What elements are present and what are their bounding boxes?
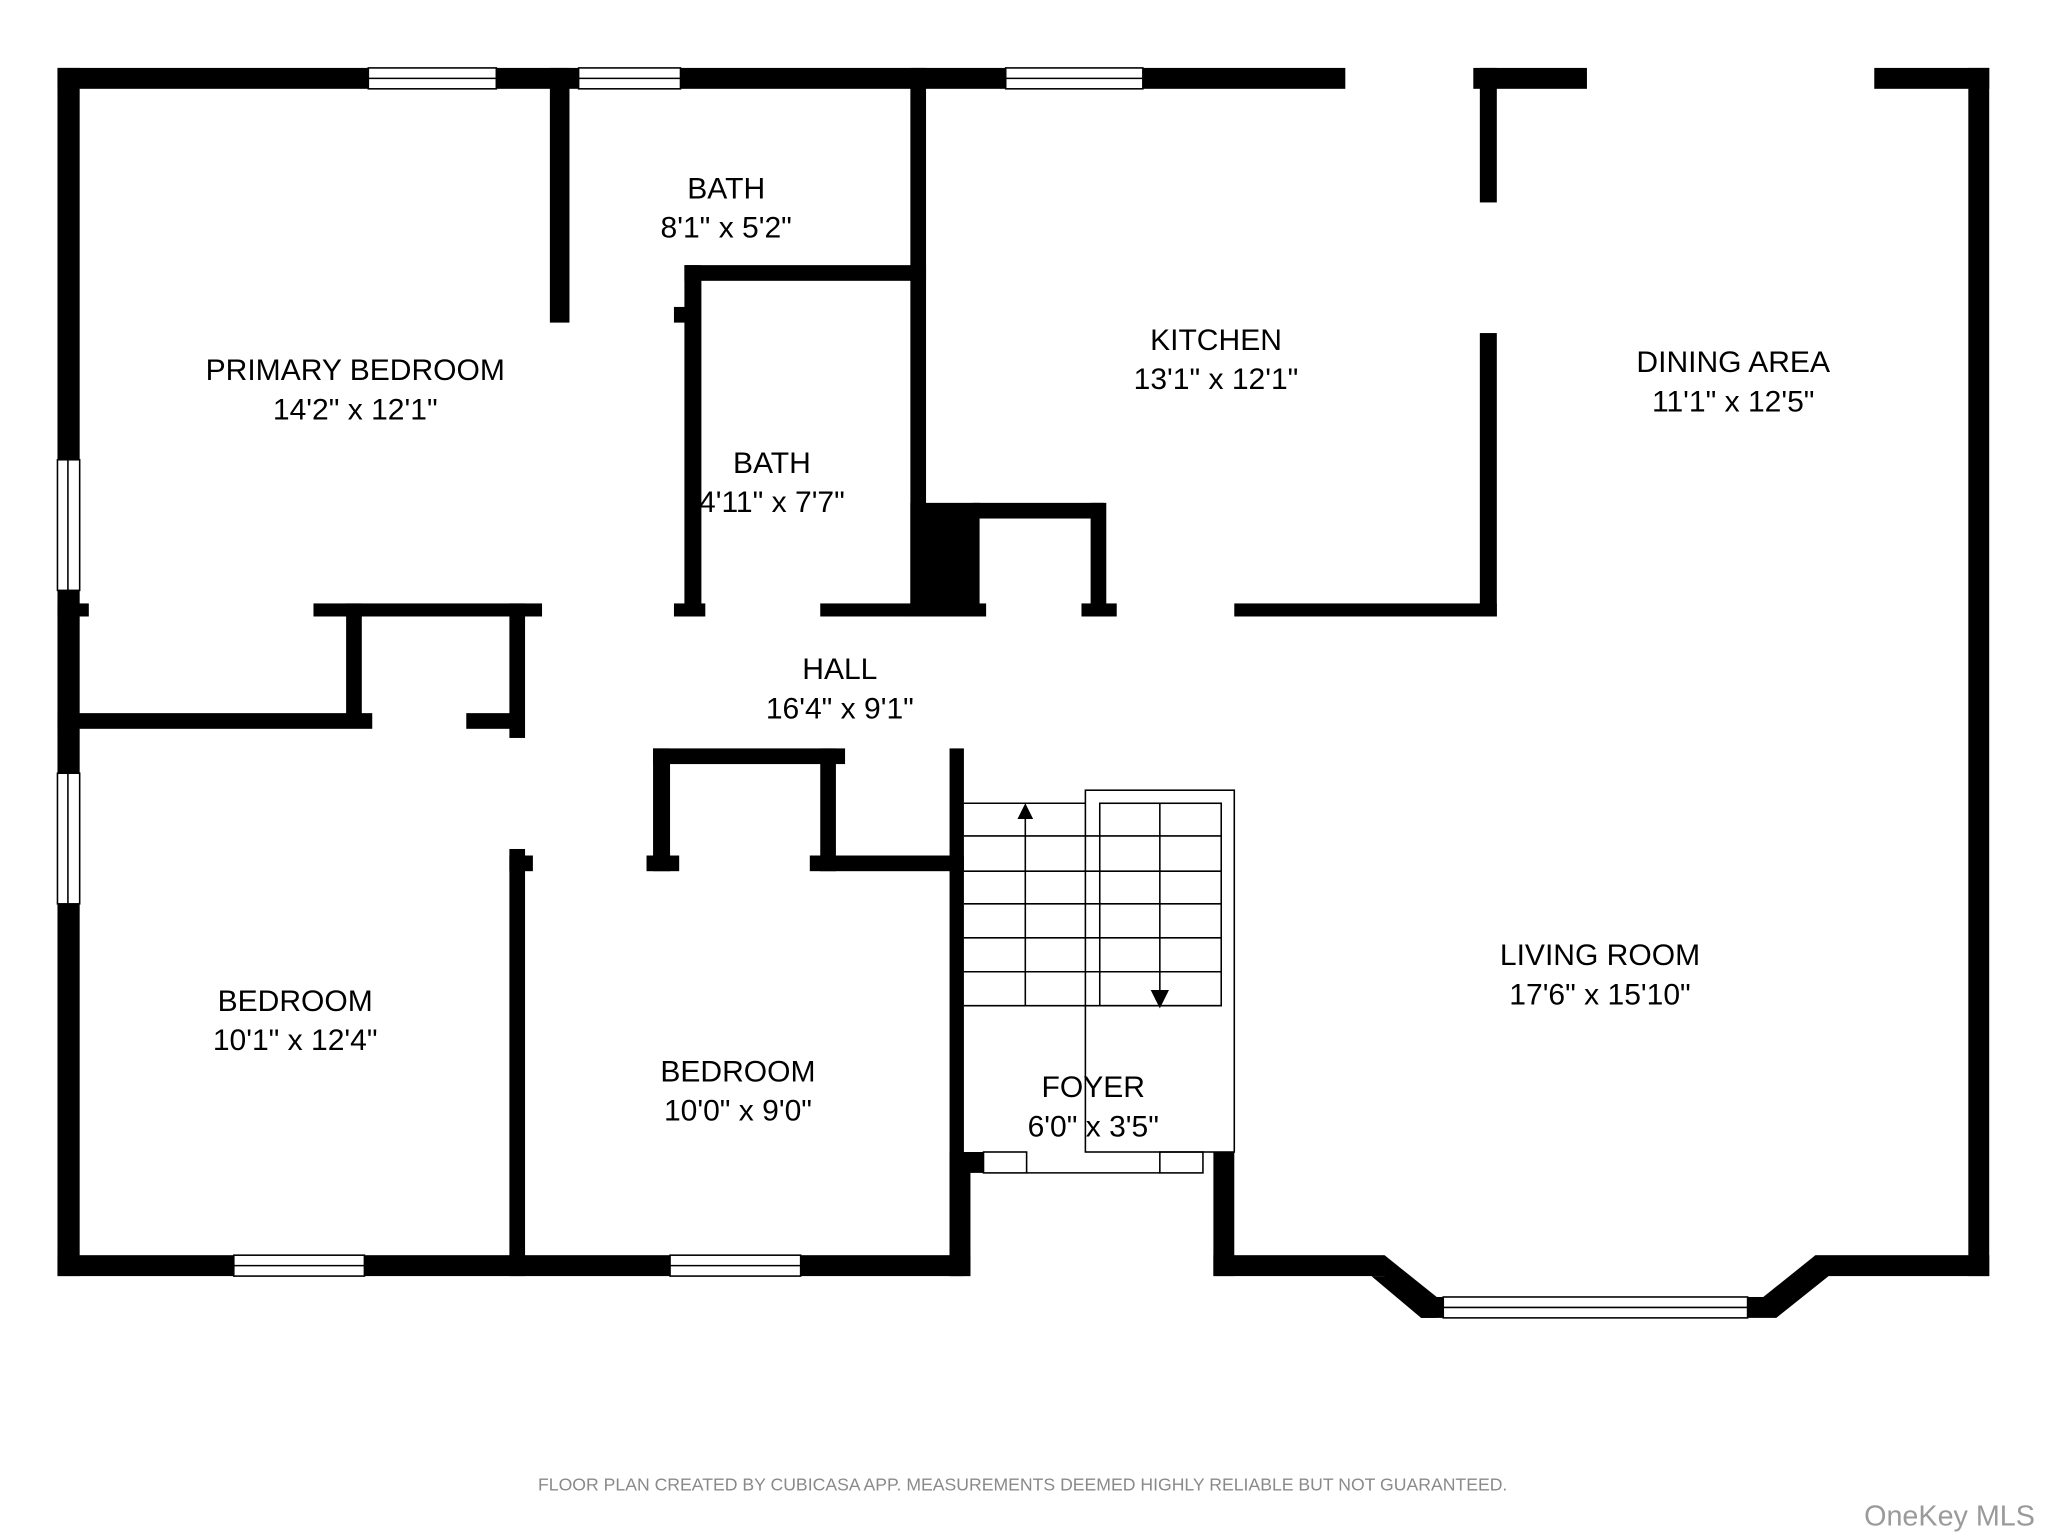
room-labels: PRIMARY BEDROOM 14'2" x 12'1" BATH 8'1" … (206, 173, 1830, 1144)
room-size: 14'2" x 12'1" (273, 393, 438, 426)
walls (57, 67, 1990, 1318)
room-name: PRIMARY BEDROOM (206, 354, 505, 387)
arrow-up-icon (1017, 803, 1034, 819)
room-name: FOYER (1041, 1071, 1144, 1104)
room-size: 13'1" x 12'1" (1134, 363, 1299, 396)
room-name: BEDROOM (218, 985, 373, 1018)
room-size: 8'1" x 5'2" (661, 212, 792, 245)
room-name: DINING AREA (1636, 346, 1830, 379)
room-name: KITCHEN (1150, 324, 1282, 357)
room-name: BEDROOM (660, 1055, 815, 1088)
room-name: BATH (687, 173, 765, 206)
room-name: LIVING ROOM (1500, 939, 1700, 972)
room-size: 17'6" x 15'10" (1509, 978, 1690, 1011)
room-size: 6'0" x 3'5" (1028, 1110, 1159, 1143)
arrow-down-icon (1150, 990, 1169, 1009)
room-size: 4'11" x 7'7" (699, 486, 845, 519)
room-size: 16'4" x 9'1" (766, 692, 914, 725)
disclaimer: FLOOR PLAN CREATED BY CUBICASA APP. MEAS… (538, 1474, 1507, 1494)
room-name: BATH (733, 447, 811, 480)
watermark: OneKey MLS (1864, 1501, 2035, 1533)
room-size: 10'0" x 9'0" (664, 1095, 812, 1128)
room-size: 11'1" x 12'5" (1652, 385, 1814, 418)
stairs (963, 789, 1236, 1153)
room-size: 10'1" x 12'4" (213, 1024, 378, 1057)
room-name: HALL (802, 653, 877, 686)
